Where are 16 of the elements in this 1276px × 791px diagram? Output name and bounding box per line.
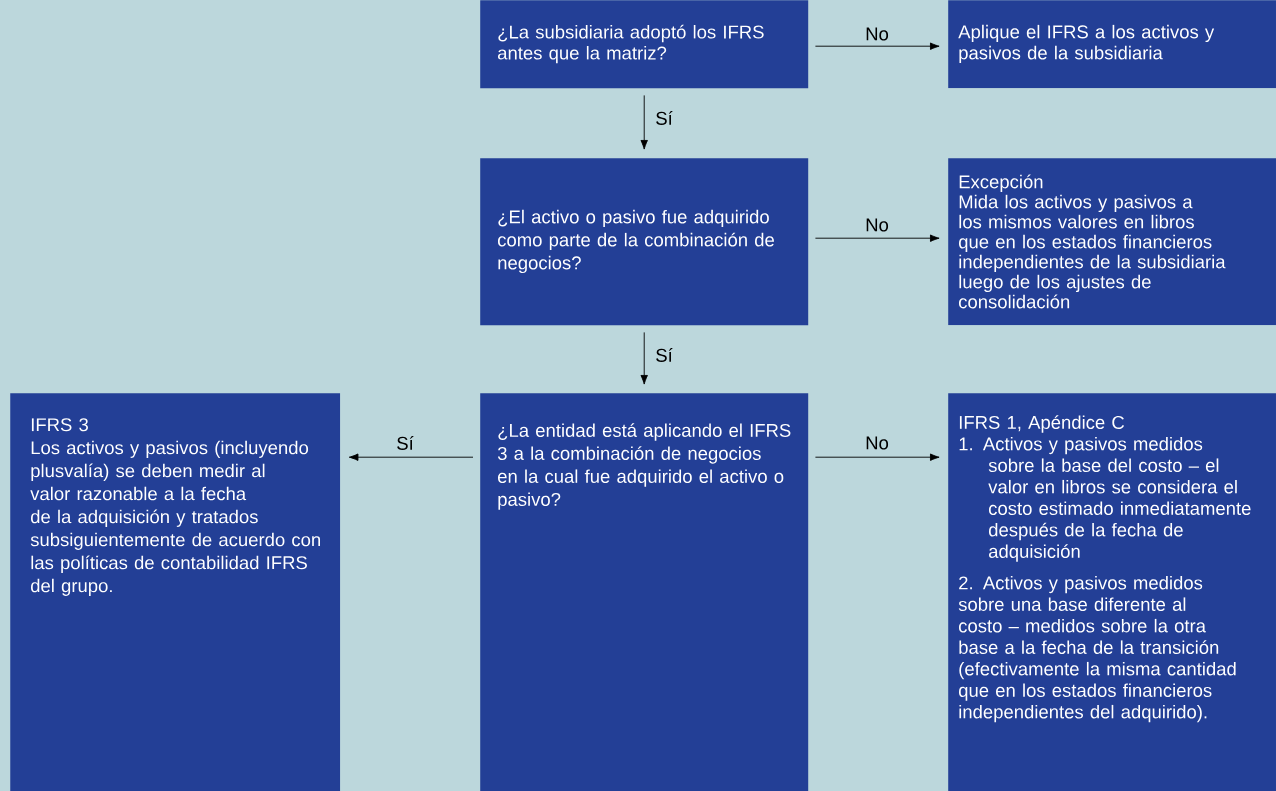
arrow (640, 94, 648, 150)
arrow (640, 331, 648, 385)
result-box: Excepción Mida los activos y pasivos a los mismos valores en libros que en los estados financieros independientes de la subsidiaria luego de los ajustes de consolidación (948, 158, 1276, 326)
result-box: IFRS 3 Los activos y pasivos (incluyendo plusvalía) se deben medir al valor razonable a la fecha de la adquisición y tratados subsiguientemente de acuerdo con las políticas de contabilidad IFRS del grupo. (10, 393, 341, 791)
arrow (814, 453, 940, 461)
arrow (814, 42, 940, 50)
decision-box: ¿La entidad está aplicando el IFRS 3 a la combinación de negocios en la cual fue adquirido el activo o pasivo? (480, 393, 809, 791)
edge-label: Sí (654, 110, 674, 126)
arrow (814, 234, 940, 242)
decision-box: ¿La subsidiaria adoptó los IFRS antes que la matriz? (480, 0, 809, 89)
result-box: Aplique el IFRS a los activos y pasivos de la subsidiaria (948, 0, 1276, 89)
decision-box: ¿El activo o pasivo fue adquirido como parte de la combinación de negocios? (480, 158, 809, 326)
edge-label: Sí (654, 347, 674, 363)
arrow (348, 453, 474, 461)
result-box: IFRS 1, Apéndice C 1. Activos y pasivos medidos sobre la base del costo – el valor en libros se considera el costo estimado inmediatamente después de la fecha de adquisición 2. Activos y pasivos medidos sobre una base diferente al costo – medidos sobre la otra base a la fecha de la transición (efectivamente la misma cantidad que en los estados financieros independientes del adquirido). (948, 393, 1276, 791)
edge-label: Sí (395, 435, 415, 451)
